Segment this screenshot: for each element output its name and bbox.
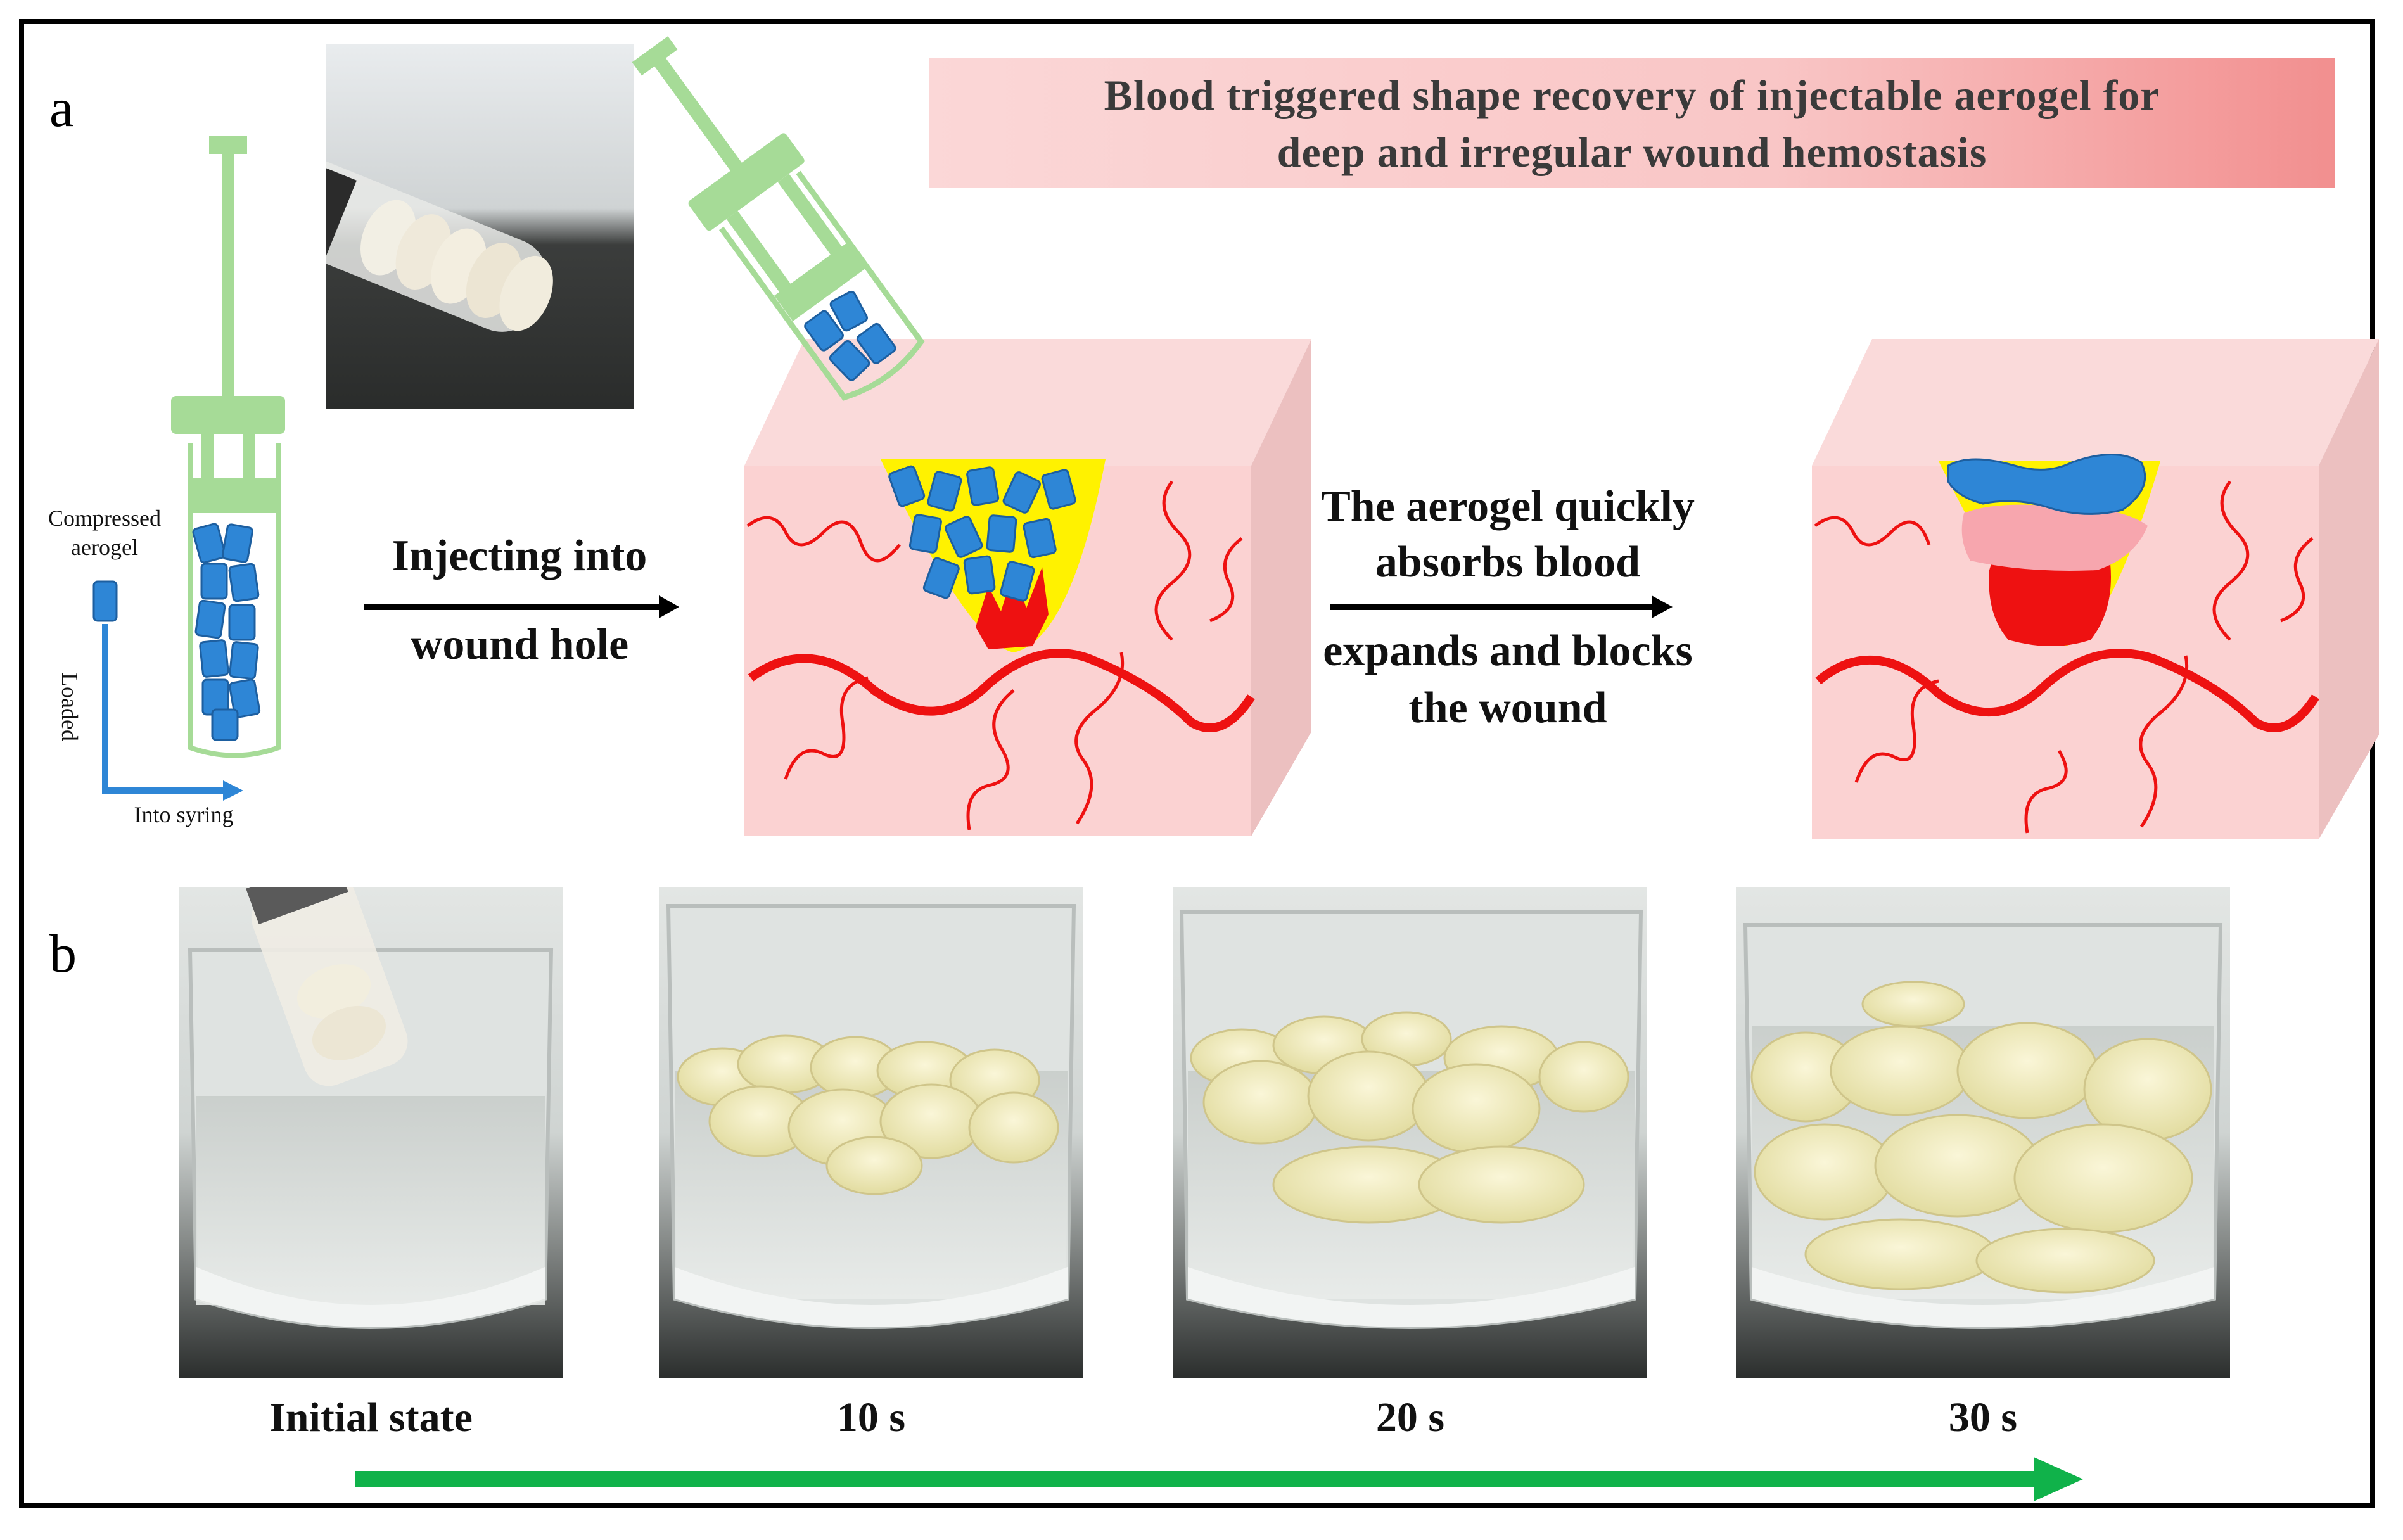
tissue-block-1	[744, 339, 1311, 836]
beaker-photo-30s	[1736, 887, 2230, 1378]
beaker-photo-20s	[1173, 887, 1647, 1378]
title-line-1: Blood triggered shape recovery of inject…	[1104, 70, 2160, 119]
panel-label-a: a	[49, 77, 74, 138]
title-box: Blood triggered shape recovery of inject…	[929, 58, 2335, 188]
caption-initial: Initial state	[269, 1394, 473, 1441]
step2-line-1: The aerogel quickly	[1321, 482, 1695, 531]
title-line-2: deep and irregular wound hemostasis	[1277, 127, 1987, 176]
step2-line-3: expands and blocks	[1323, 627, 1693, 675]
step2-line-4: the wound	[1408, 684, 1607, 732]
beaker-photos	[179, 887, 2230, 1378]
injecting-syringe	[632, 36, 925, 401]
figure-frame	[19, 19, 2375, 1508]
loaded-label: Loaded	[57, 673, 82, 741]
timeline-arrow	[355, 1457, 2083, 1501]
caption-30s: 30 s	[1948, 1394, 2018, 1441]
compressed-line-1: Compressed	[48, 506, 161, 531]
caption-20s: 20 s	[1375, 1394, 1445, 1441]
beaker-photo-initial	[179, 887, 563, 1378]
step1-line-2: wound hole	[410, 620, 629, 669]
syringe-photo	[326, 44, 634, 409]
caption-10s: 10 s	[836, 1394, 906, 1441]
schematic-drawings	[92, 36, 2379, 839]
compressed-aerogel-label: Compressed aerogel	[22, 504, 187, 562]
tissue-block-2	[1812, 339, 2379, 839]
beaker-photo-10s	[659, 887, 1083, 1378]
step2-line-2: absorbs blood	[1375, 538, 1641, 587]
panel-label-b: b	[49, 923, 77, 984]
step1-line-1: Injecting into	[392, 531, 647, 580]
compressed-line-2: aerogel	[71, 535, 138, 560]
left-syringe	[92, 136, 285, 801]
into-syringe-label: Into syring	[134, 802, 234, 827]
